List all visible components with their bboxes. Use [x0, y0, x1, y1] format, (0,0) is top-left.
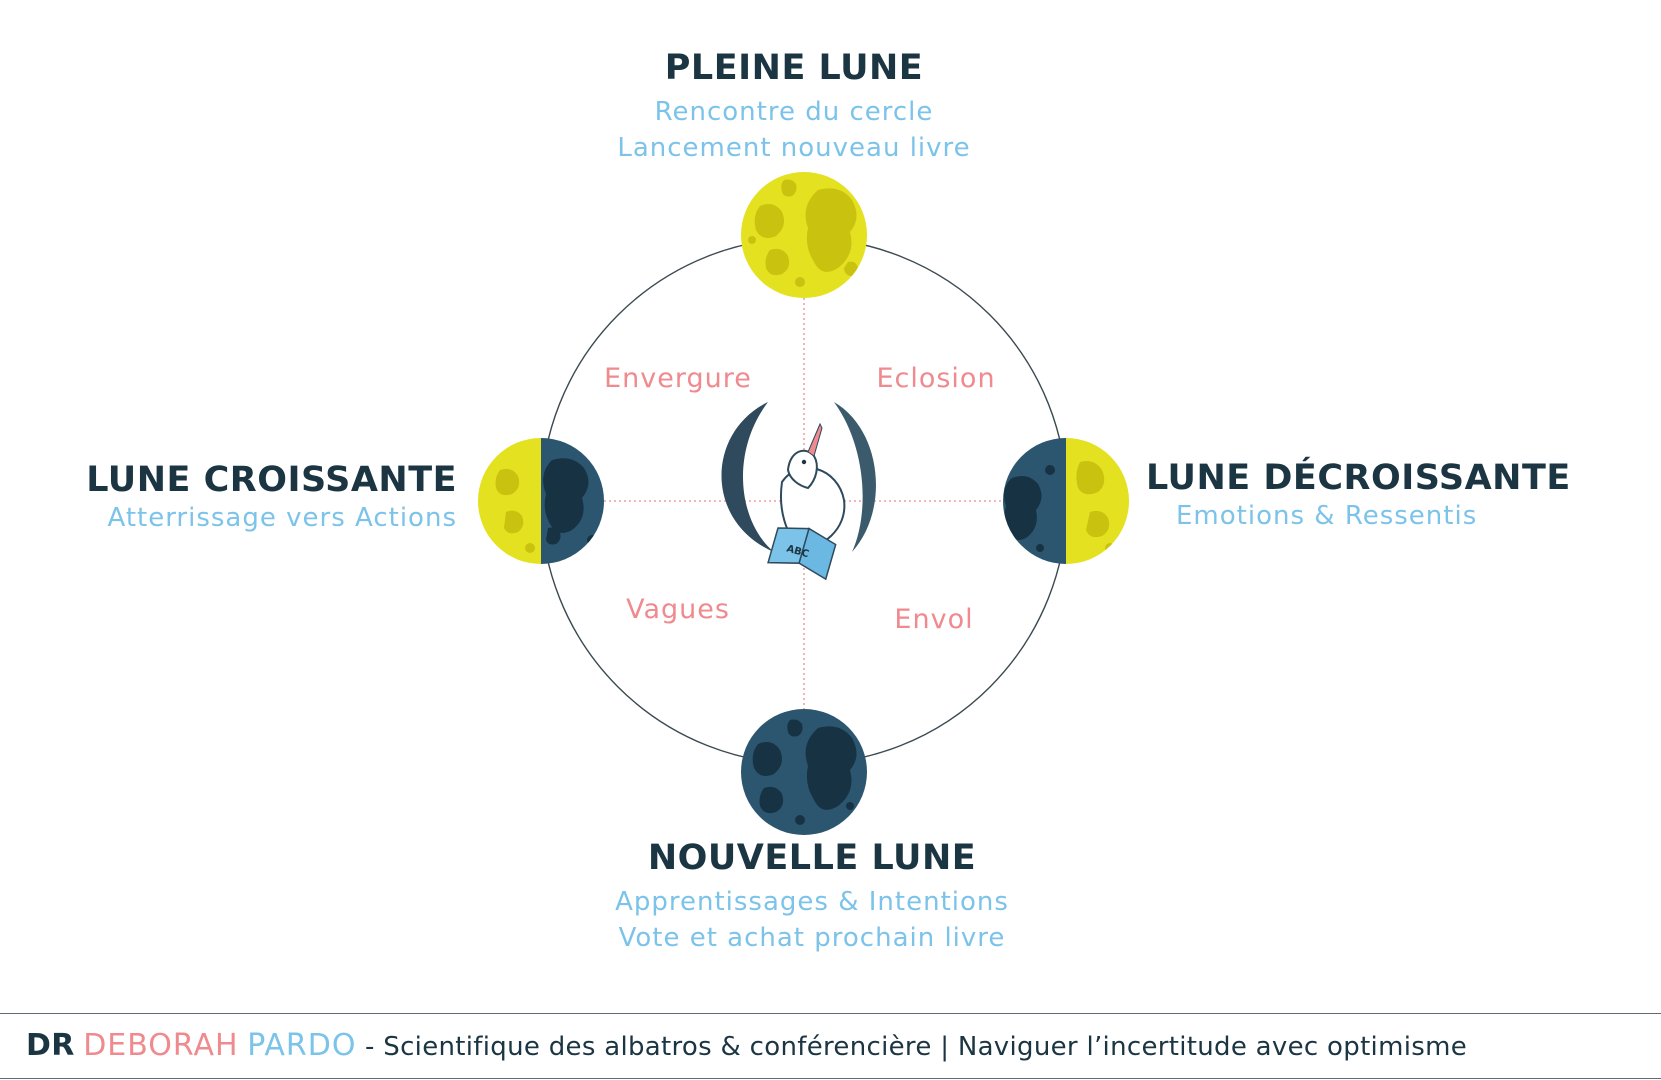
footer-title-prefix: DR: [26, 1028, 75, 1063]
new-moon-line-2: Vote et achat prochain livre: [618, 923, 1006, 953]
new-moon-title: NOUVELLE LUNE: [647, 838, 977, 878]
footer-last-name: PARDO: [247, 1028, 357, 1063]
full-moon-line-2: Lancement nouveau livre: [617, 133, 971, 163]
full-moon-title: PLEINE LUNE: [664, 48, 924, 88]
footer-first-name: DEBORAH: [83, 1028, 239, 1063]
full-moon-line-1: Rencontre du cercle: [654, 97, 934, 127]
new-moon-line-1: Apprentissages & Intentions: [615, 887, 1009, 917]
waxing-moon-title: LUNE CROISSANTE: [86, 460, 457, 500]
waxing-moon-label: LUNE CROISSANTE Atterrissage vers Action…: [86, 460, 457, 536]
quadrant-top-left-label: Envergure: [604, 363, 752, 394]
waning-moon-icon: [1003, 438, 1129, 564]
new-moon-label: NOUVELLE LUNE Apprentissages & Intention…: [615, 838, 1009, 956]
full-moon-label: PLEINE LUNE Rencontre du cercle Lancemen…: [617, 48, 970, 166]
waning-moon-title: LUNE DÉCROISSANTE: [1146, 458, 1571, 498]
new-moon-icon: [741, 709, 867, 835]
footer-tagline: - Scientifique des albatros & conférenci…: [356, 1032, 1468, 1062]
albatross-reading-book-icon: ABC: [721, 402, 876, 581]
quadrant-bottom-left-label: Vagues: [626, 594, 730, 625]
waxing-moon-line-1: Atterrissage vers Actions: [107, 503, 457, 533]
quadrant-bottom-right-label: Envol: [894, 604, 974, 635]
waxing-moon-icon: [478, 438, 604, 564]
lunar-cycle-diagram: ABC: [478, 172, 1129, 835]
quadrant-top-right-label: Eclosion: [876, 363, 996, 394]
waning-moon-label: LUNE DÉCROISSANTE Emotions & Ressentis: [1146, 458, 1571, 534]
waning-moon-line-1: Emotions & Ressentis: [1176, 501, 1478, 531]
footer-text: DR DEBORAH PARDO - Scientifique des alba…: [26, 1028, 1467, 1063]
footer-bar: DR DEBORAH PARDO - Scientifique des alba…: [0, 1013, 1661, 1079]
full-moon-icon: [741, 172, 867, 298]
